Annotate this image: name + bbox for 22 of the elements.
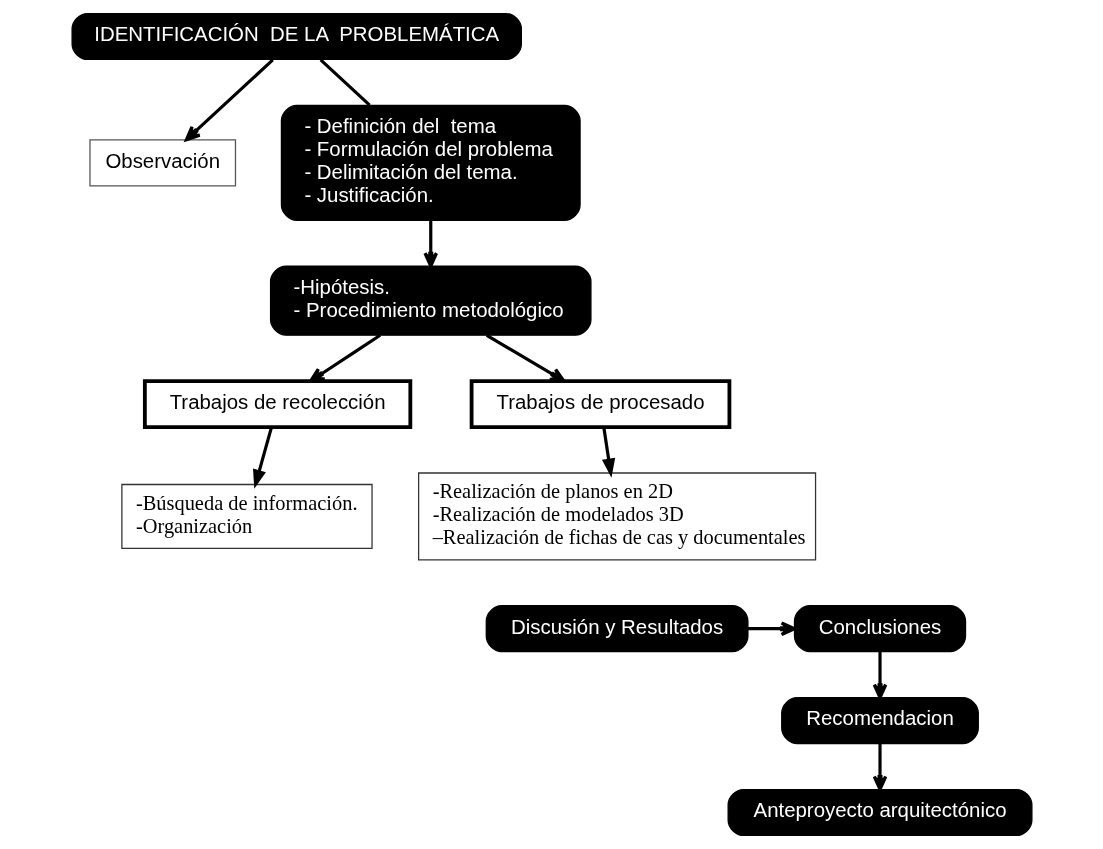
- arrow: [872, 652, 887, 700]
- arrow: [485, 333, 565, 383]
- node-box: -Hipótesis. - Procedimiento metodológico: [269, 265, 592, 336]
- arrow: [308, 333, 381, 383]
- node-box: - Definición del tema - Formulación del problema - Delimitación del tema. - Justificación.: [280, 104, 581, 221]
- arrow: [747, 621, 796, 637]
- node-box: -Realización de planos en 2D -Realización de modelados 3D –Realización de fichas de cas y documentales: [417, 472, 816, 561]
- node-box: IDENTIFICACIÓN DE LA PROBLEMÁTICA: [70, 12, 522, 61]
- node-box: -Búsqueda de información. -Organización: [120, 483, 373, 549]
- node-box: Trabajos de recolección: [142, 379, 412, 429]
- node-box: Trabajos de procesado: [469, 379, 731, 429]
- arrow: [184, 58, 274, 142]
- node-box: Observación: [88, 139, 236, 187]
- arrow: [252, 427, 273, 489]
- node-box: Recomendacion: [780, 697, 979, 745]
- connector: [319, 58, 371, 107]
- node-box: Anteproyecto arquitectónico: [727, 788, 1033, 837]
- node-box: Discusión y Resultados: [485, 605, 749, 653]
- arrow: [422, 220, 438, 268]
- arrow: [872, 743, 887, 791]
- arrow: [601, 427, 615, 478]
- node-box: Conclusiones: [793, 605, 966, 653]
